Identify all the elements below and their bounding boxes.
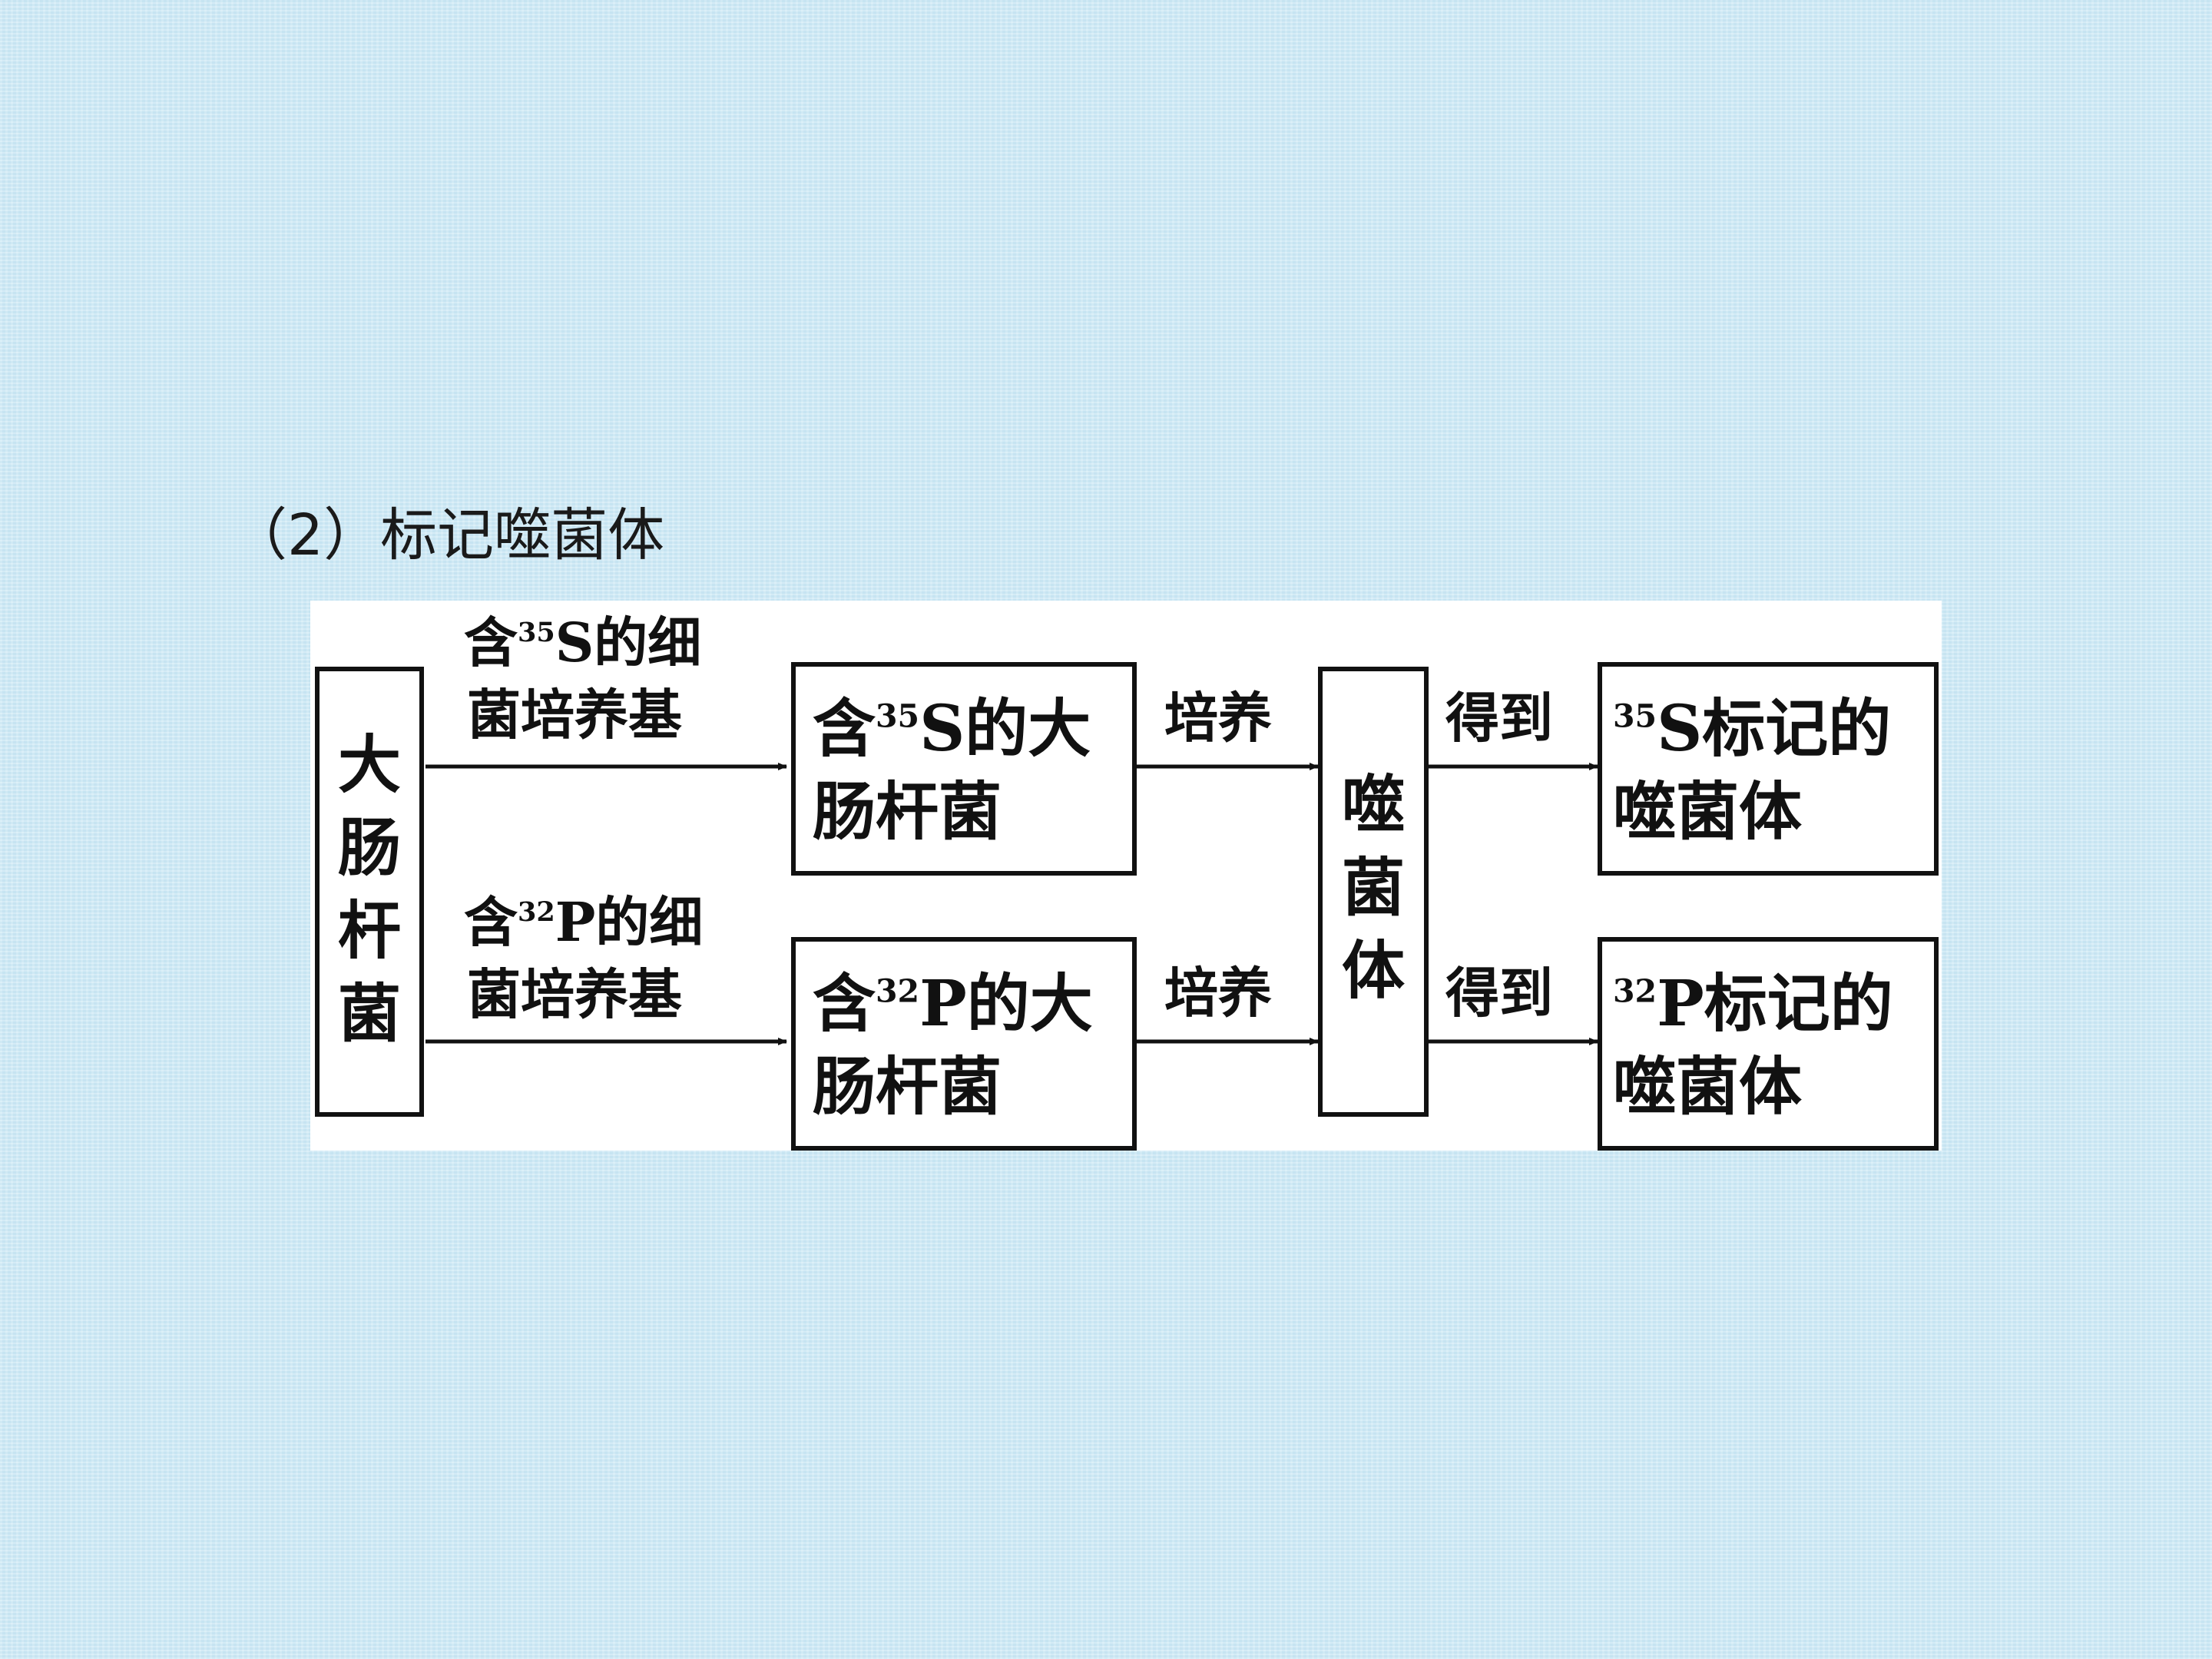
bottom-labeled-bacteria-line1: 含32P的大 [813,967,1093,1041]
slide-heading: （2）标记噬菌体 [230,502,665,568]
bottom-result-line2: 噬菌体 [1613,1050,1803,1124]
bottom-medium-label-line2: 菌培养基 [467,962,682,1026]
flow-arrows [426,763,1598,1045]
top-labeled-bacteria-line2: 肠杆菌 [813,775,1002,849]
top-result-line2: 噬菌体 [1613,775,1803,849]
bottom-result-line1: 32P标记的 [1613,967,1893,1041]
bottom-culture-label: 培养 [1164,961,1272,1025]
top-culture-label: 培养 [1164,686,1272,750]
top-labeled-bacteria-box: 含35S的大 肠杆菌 [791,662,1137,876]
top-medium-label-line2: 菌培养基 [467,683,682,747]
phage-box: 噬 菌 体 [1318,667,1429,1117]
top-result-box: 35S标记的 噬菌体 [1598,662,1939,876]
flow-diagram: 大 肠 杆 菌 含35S的细 菌培养基 含32P的细 菌培养基 含35S的大 肠… [310,601,1942,1151]
top-labeled-bacteria-line1: 含35S的大 [813,692,1091,766]
bottom-medium-label: 含32P的细 [464,890,704,954]
bottom-labeled-bacteria-line2: 肠杆菌 [813,1050,1002,1124]
top-medium-label: 含35S的细 [464,611,702,674]
phage-label: 噬 菌 体 [1341,768,1405,1008]
bottom-obtain-label: 得到 [1445,961,1553,1025]
bottom-labeled-bacteria-box: 含32P的大 肠杆菌 [791,937,1137,1151]
top-obtain-label: 得到 [1445,686,1553,750]
top-result-line1: 35S标记的 [1613,692,1892,766]
bottom-result-box: 32P标记的 噬菌体 [1598,937,1939,1151]
ecoli-label: 大 肠 杆 菌 [337,728,401,1051]
ecoli-box: 大 肠 杆 菌 [315,667,424,1117]
